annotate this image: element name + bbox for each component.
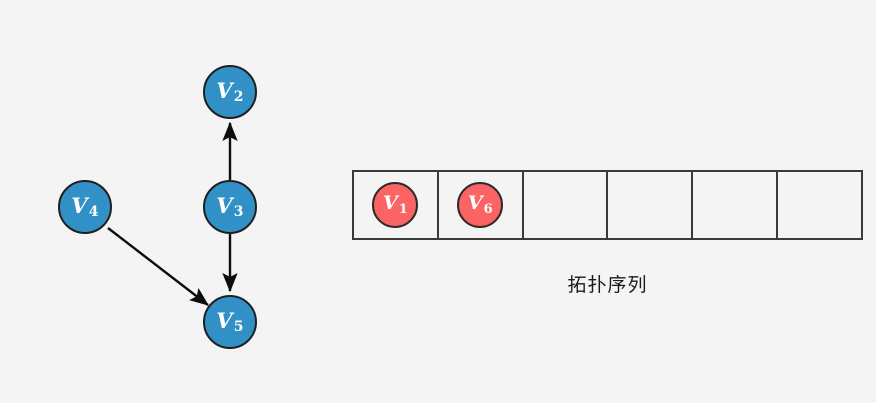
graph-node-v3[interactable]: V3 (203, 180, 257, 234)
graph-node-v2[interactable]: V2 (203, 65, 257, 119)
sequence-token-v6[interactable]: V6 (457, 182, 504, 228)
sequence-cell-4[interactable] (693, 172, 779, 238)
graph-node-v4-label: V4 (71, 192, 99, 221)
sequence-cell-5[interactable] (778, 172, 861, 238)
sequence-token-v1-label: V1 (383, 192, 408, 217)
sequence-cell-2[interactable] (524, 172, 609, 238)
sequence-cell-0[interactable]: V1 (354, 172, 439, 238)
sequence-token-v1[interactable]: V1 (372, 182, 419, 228)
edge-v4-to-v5 (107, 227, 209, 306)
sequence-cell-3[interactable] (608, 172, 694, 238)
sequence-table: V1 V6 (352, 170, 863, 240)
sequence-cell-1[interactable]: V6 (439, 172, 524, 238)
sequence-token-v6-label: V6 (467, 192, 493, 217)
graph-edges-layer (107, 121, 238, 306)
graph-node-v5-label: V5 (216, 307, 244, 336)
sequence-caption: 拓扑序列 (567, 274, 648, 296)
graph-panel: V2 V3 V4 V5 (0, 0, 340, 403)
graph-node-v5[interactable]: V5 (203, 295, 257, 349)
graph-node-v4[interactable]: V4 (58, 180, 112, 234)
topological-sequence-panel: V1 V6 (352, 170, 863, 240)
graph-node-v3-label: V3 (216, 192, 244, 221)
graph-node-v2-label: V2 (216, 77, 244, 106)
